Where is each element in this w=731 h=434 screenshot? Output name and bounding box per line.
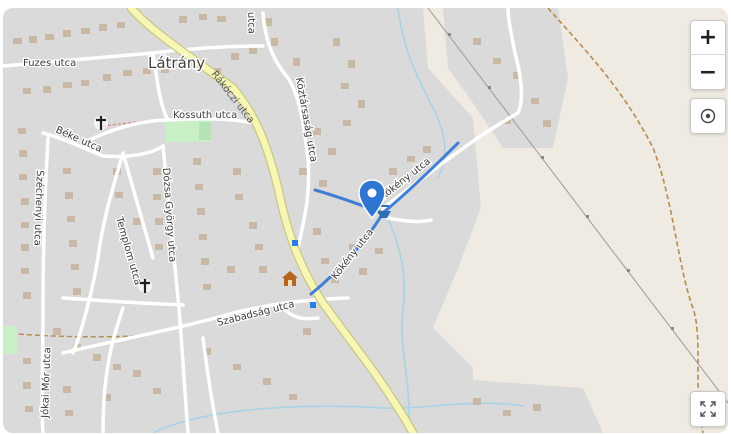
stream-bottom	[152, 402, 524, 433]
locate-button[interactable]	[690, 98, 726, 134]
stream-south	[382, 207, 410, 433]
local-roads	[3, 11, 433, 433]
residential-area	[3, 8, 481, 433]
map-pin-icon[interactable]	[358, 179, 386, 220]
zoom-out-button[interactable]: −	[698, 59, 718, 85]
shrine-icon	[282, 271, 298, 286]
track-path-east	[547, 8, 704, 433]
map-canvas[interactable]: Fuzes utca Rákóczi utca Kossuth utca Köz…	[3, 8, 728, 433]
fullscreen-icon	[700, 401, 716, 417]
town-label: Látrány	[148, 54, 205, 72]
street-label-szechenyi: Széchenyi utca	[31, 170, 46, 246]
church-icon	[94, 116, 108, 130]
track-path-west	[3, 332, 134, 338]
street-label-top: utca	[245, 12, 257, 34]
locate-icon	[700, 108, 716, 124]
bus-stop-icon	[292, 240, 298, 246]
map-view[interactable]: Fuzes utca Rákóczi utca Kossuth utca Köz…	[3, 8, 728, 433]
park-area-west	[3, 326, 17, 354]
railway-line	[427, 8, 728, 404]
street-label-kossuth: Kossuth utca	[173, 110, 237, 121]
street-label-fuzes: Fuzes utca	[23, 58, 76, 69]
bus-stop-icon	[310, 302, 316, 308]
fullscreen-button[interactable]	[690, 391, 726, 427]
railway-markers	[448, 33, 674, 330]
road-east	[381, 8, 524, 210]
street-label-jokai: Jókai Mór utca	[39, 347, 53, 419]
church-icon	[138, 279, 152, 293]
zoom-in-button[interactable]: +	[691, 21, 725, 55]
park-pitch	[199, 122, 211, 140]
zoom-control: + −	[690, 20, 726, 90]
main-road	[127, 8, 417, 433]
